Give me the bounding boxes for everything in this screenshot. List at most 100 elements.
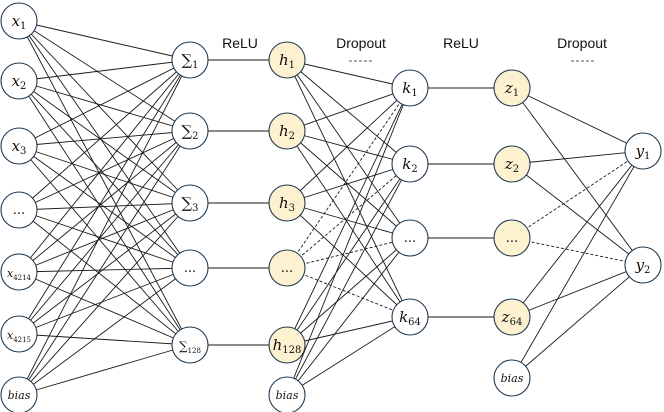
node-label-x4214: x4214	[7, 267, 32, 282]
node-h3: h3	[268, 184, 306, 222]
node-label-hdots: ...	[281, 261, 293, 276]
edge-z1-y2	[511, 87, 644, 266]
node-circle-s1	[171, 41, 209, 79]
node-kdots: ...	[391, 219, 429, 257]
node-circle-bias3	[493, 359, 531, 397]
edge-x2-s3	[18, 80, 191, 204]
node-z1: z1	[493, 69, 531, 107]
node-circle-x4215	[0, 315, 38, 353]
edge-x1-s128	[18, 20, 191, 346]
edge-x4215-s1	[18, 59, 191, 335]
node-label-s128: ∑128	[179, 339, 201, 355]
node-h128: h128	[268, 326, 306, 364]
edge-hdots-k1	[286, 87, 411, 269]
node-label-kdots: ...	[404, 231, 416, 246]
edge-bias1-s3	[18, 202, 191, 396]
node-circle-xdots	[0, 191, 38, 229]
edge-x4215-s2	[18, 130, 191, 335]
dropout-label-1: Dropout	[336, 35, 386, 51]
edge-z64-y2	[511, 264, 644, 318]
edge-x1-s3	[18, 20, 191, 204]
node-sdots: ...	[171, 249, 209, 287]
edge-h128-k1	[286, 87, 411, 346]
edge-x3-s128	[18, 145, 191, 346]
edge-z64-y1	[511, 150, 644, 318]
edge-x4214-s1	[18, 59, 191, 273]
edge-xdots-s1	[18, 59, 191, 211]
node-circle-k1	[391, 69, 429, 107]
node-label-h3: h3	[279, 194, 295, 214]
node-label-h2: h2	[279, 122, 295, 142]
node-label-k1: k1	[402, 79, 417, 99]
node-circle-x4214	[0, 253, 38, 291]
edge-z1-y1	[511, 87, 644, 152]
node-label-x1: x1	[12, 12, 27, 32]
node-bias2: bias	[268, 376, 306, 412]
node-label-y1: y1	[635, 142, 651, 162]
node-label-k2: k2	[402, 155, 417, 175]
edge-bias1-sdots	[18, 267, 191, 396]
node-label-bias3: bias	[501, 372, 524, 385]
node-label-xdots: ...	[13, 203, 25, 218]
node-x3: x3	[0, 127, 38, 165]
edge-xdots-sdots	[18, 209, 191, 269]
node-s1: ∑1	[171, 41, 209, 79]
node-zdots: ...	[493, 219, 531, 257]
node-circle-x3	[0, 127, 38, 165]
node-circle-k64	[391, 298, 429, 336]
node-xdots: ...	[0, 191, 38, 229]
node-circle-z2	[493, 145, 531, 183]
node-label-s2: ∑2	[181, 122, 198, 142]
node-circle-h128	[268, 326, 306, 364]
edge-bias2-kdots	[286, 237, 411, 396]
node-bias1: bias	[0, 376, 38, 412]
edge-x4214-sdots	[18, 267, 191, 273]
edge-x1-sdots	[18, 20, 191, 269]
node-x4214: x4214	[0, 253, 38, 291]
node-label-y2: y2	[635, 256, 651, 276]
edge-x2-s2	[18, 80, 191, 132]
edge-x4215-s3	[18, 202, 191, 335]
node-z2: z2	[493, 145, 531, 183]
edge-bias2-k1	[286, 87, 411, 396]
edge-xdots-s3	[18, 202, 191, 211]
edge-h1-k2	[286, 59, 411, 165]
edge-x3-s3	[18, 145, 191, 204]
edges-group	[18, 20, 644, 396]
edge-h2-k1	[286, 87, 411, 132]
node-circle-y1	[624, 132, 662, 170]
node-label-z1: z1	[504, 79, 519, 99]
node-label-bias2: bias	[276, 389, 299, 402]
edge-hdots-k64	[286, 267, 411, 318]
edge-z2-y1	[511, 150, 644, 165]
edge-h3-kdots	[286, 202, 411, 239]
edge-x4214-s2	[18, 130, 191, 273]
edge-h1-kdots	[286, 59, 411, 239]
edge-h3-k1	[286, 87, 411, 204]
edge-x3-sdots	[18, 145, 191, 269]
node-circle-h1	[268, 41, 306, 79]
edge-x2-s1	[18, 59, 191, 82]
node-y2: y2	[624, 246, 662, 284]
edge-x4214-s3	[18, 202, 191, 273]
edge-h128-k64	[286, 316, 411, 346]
edge-h2-kdots	[286, 130, 411, 239]
edge-z2-y2	[511, 163, 644, 266]
node-s3: ∑3	[171, 184, 209, 222]
edge-h3-k64	[286, 202, 411, 318]
node-label-sdots: ...	[184, 261, 196, 276]
edge-bias2-k2	[286, 163, 411, 396]
edge-hdots-kdots	[286, 237, 411, 269]
edge-x4214-s128	[18, 271, 191, 346]
edge-bias1-s1	[18, 59, 191, 396]
node-circle-kdots	[391, 219, 429, 257]
node-circle-bias2	[268, 376, 306, 412]
node-z64: z64	[493, 298, 531, 336]
edge-xdots-s128	[18, 209, 191, 346]
node-circle-x1	[0, 2, 38, 40]
node-label-x4215: x4215	[7, 329, 31, 344]
node-circle-zdots	[493, 219, 531, 257]
edge-bias3-y2	[511, 264, 644, 379]
edge-x1-s1	[18, 20, 191, 61]
